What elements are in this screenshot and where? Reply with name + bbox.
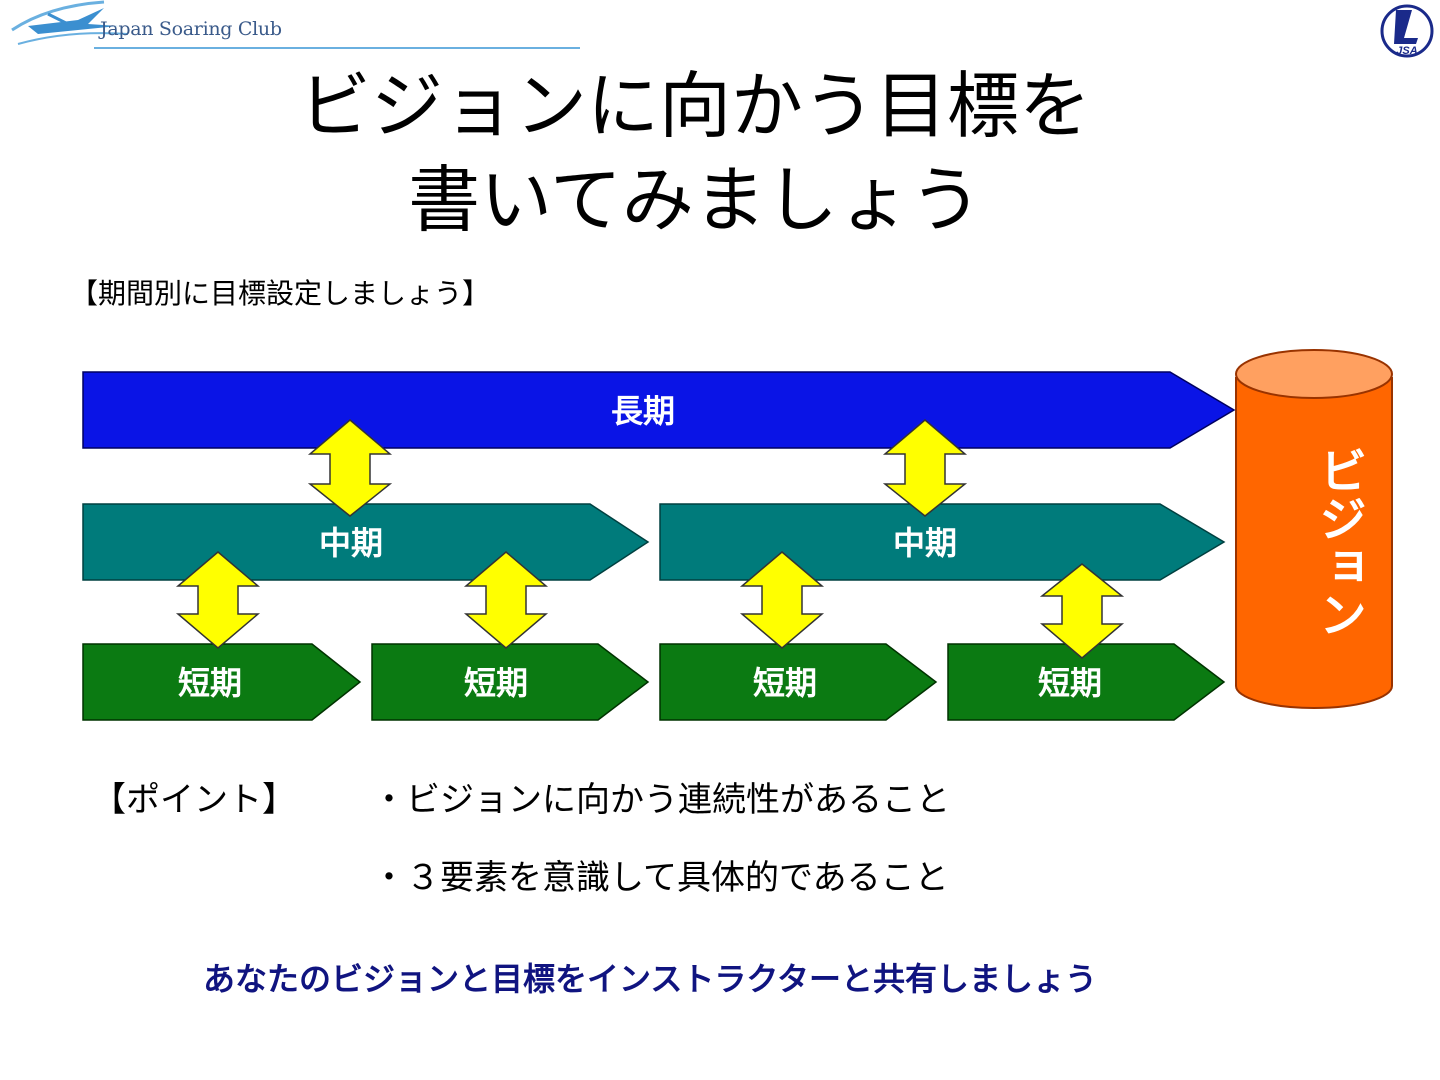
long-term-label: 長期	[611, 392, 675, 430]
link-arrow-long-mid-1	[307, 419, 393, 517]
jsa-badge: JSA	[1380, 4, 1434, 58]
link-arrow-mid-short-2	[463, 551, 549, 649]
mid-term-arrow-2: 中期	[659, 503, 1226, 581]
link-arrow-mid-short-4	[1039, 563, 1125, 659]
mid-term-label-2: 中期	[893, 524, 957, 562]
short-term-label-4: 短期	[1038, 664, 1102, 702]
short-term-label-3: 短期	[753, 664, 817, 702]
short-term-arrow-2: 短期	[371, 643, 650, 721]
point-item-1: ・ビジョンに向かう連続性があること	[372, 780, 950, 820]
page-title-line1: ビジョンに向かう目標を	[298, 64, 1091, 148]
long-term-arrow: 長期	[82, 371, 1236, 449]
vision-label: ビジョン	[1310, 446, 1366, 638]
link-arrow-mid-short-3	[739, 551, 825, 649]
points-label: 【ポイント】	[92, 780, 296, 820]
short-term-label-2: 短期	[464, 664, 528, 702]
link-arrow-long-mid-2	[882, 419, 968, 517]
short-term-label-1: 短期	[178, 664, 242, 702]
short-term-arrow-1: 短期	[82, 643, 362, 721]
section-subheading: 【期間別に目標設定しましょう】	[70, 277, 491, 310]
footer-message: あなたのビジョンと目標をインストラクターと共有しましょう	[202, 960, 1098, 998]
mid-term-label-1: 中期	[319, 524, 383, 562]
link-arrow-mid-short-1	[175, 551, 261, 649]
jsa-logo-icon: JSA	[1380, 4, 1434, 58]
goal-timeline-diagram: 長期 中期 中期 短期 短期 短期 短期	[82, 349, 1393, 721]
short-term-arrow-3: 短期	[659, 643, 938, 721]
club-name: Japan Soaring Club	[100, 18, 282, 40]
glider-icon	[11, 0, 580, 49]
page-title-line2: 書いてみましょう	[408, 158, 982, 242]
point-item-2: ・３要素を意識して具体的であること	[372, 858, 949, 898]
short-term-arrow-4: 短期	[947, 643, 1226, 721]
svg-text:JSA: JSA	[1396, 45, 1417, 57]
vision-cylinder	[1235, 349, 1393, 709]
mid-term-arrow-1: 中期	[82, 503, 650, 581]
club-logo: Japan Soaring Club	[8, 0, 588, 56]
